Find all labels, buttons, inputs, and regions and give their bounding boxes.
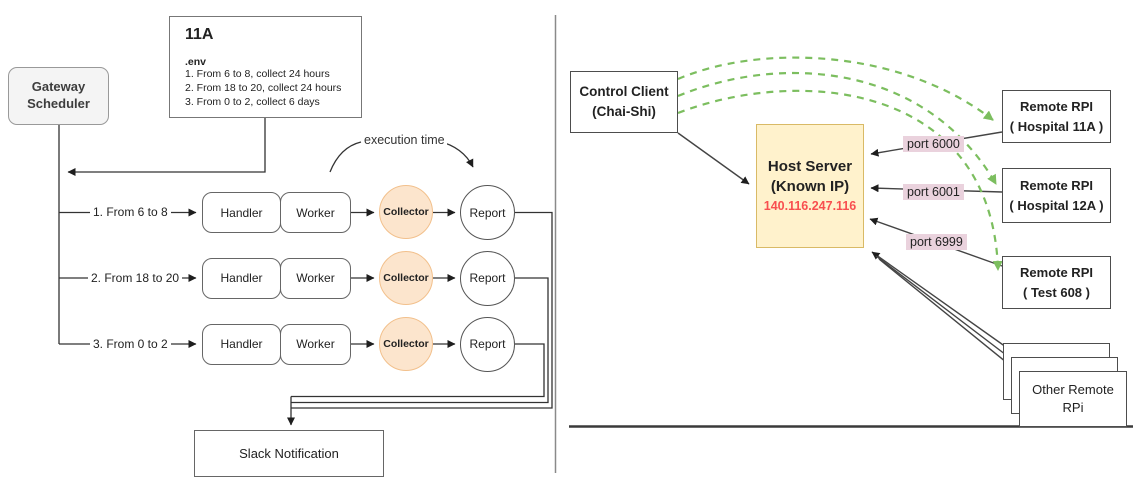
rpi1-label-line1: Remote RPI: [1020, 99, 1093, 114]
handler-node-1: Handler: [202, 192, 281, 233]
slack-notification-label: Slack Notification: [239, 446, 339, 461]
rpi1-label-line2: ( Hospital 11A ): [1009, 118, 1104, 134]
collector-node-1: Collector: [379, 185, 433, 239]
env-config-node: 11A .env 1. From 6 to 8, collect 24 hour…: [169, 16, 362, 118]
env-file-label: .env: [185, 56, 207, 68]
other-rpi-to-host-arrow: [871, 251, 1007, 348]
report-label-2: Report: [469, 271, 506, 285]
worker-node-3: Worker: [280, 323, 351, 365]
rpi2-label-line1: Remote RPI: [1020, 178, 1093, 193]
worker-label-2: Worker: [296, 271, 335, 285]
row2-schedule-label: 2. From 18 to 20: [88, 270, 183, 286]
gateway-scheduler-label-line1: Gateway: [31, 79, 86, 95]
collector-node-2: Collector: [379, 250, 433, 305]
worker-label-3: Worker: [296, 337, 335, 351]
remote-rpi-hospital-11a-node: Remote RPI ( Hospital 11A ): [1002, 90, 1111, 143]
other-rpi-line-3: [878, 258, 1023, 376]
tunnel-arrow-rpi2: [677, 71, 997, 185]
control-client-label-line2: (Chai-Shi): [592, 104, 656, 119]
other-rpi-label-line2: RPi: [1062, 400, 1084, 415]
handler-node-2: Handler: [202, 257, 281, 299]
port-6001-badge: port 6001: [903, 184, 964, 200]
client-to-host-arrow: [677, 132, 750, 185]
env-item-1: 1. From 6 to 8, collect 24 hours: [185, 68, 330, 80]
env-box-title: 11A: [185, 26, 214, 43]
handler-node-3: Handler: [202, 323, 281, 365]
tunnel-arrow-rpi1: [677, 56, 994, 121]
handler-label-2: Handler: [220, 271, 263, 285]
row3-schedule-label: 3. From 0 to 2: [90, 336, 171, 352]
env-to-scheduler-arrow: [67, 118, 266, 176]
remote-rpi-test-608-node: Remote RPI ( Test 608 ): [1002, 256, 1111, 309]
worker-node-1: Worker: [280, 192, 351, 233]
port-6999-badge: port 6999: [906, 234, 967, 250]
report3-to-slack-line: [291, 343, 545, 398]
slack-notification-node: Slack Notification: [194, 430, 384, 477]
report-node-1: Report: [460, 185, 515, 240]
rpi2-label-line2: ( Hospital 12A ): [1009, 197, 1104, 213]
execution-time-label: execution time: [362, 133, 447, 147]
collector-label-1: Collector: [383, 206, 429, 218]
collector-label-2: Collector: [383, 271, 429, 284]
host-server-node: Host Server (Known IP) 140.116.247.116: [756, 124, 864, 248]
report-label-1: Report: [469, 205, 506, 220]
report-label-3: Report: [469, 337, 506, 351]
execution-time-curve-left: [329, 141, 362, 173]
rpi3-label-line1: Remote RPI: [1020, 265, 1093, 280]
rpi3-label-line2: ( Test 608 ): [1023, 284, 1090, 300]
report-node-3: Report: [460, 316, 515, 372]
worker-label-1: Worker: [296, 205, 335, 220]
other-rpi-line-2: [875, 255, 1015, 362]
row1-schedule-label: 1. From 6 to 8: [90, 205, 171, 220]
gateway-scheduler-node: Gateway Scheduler: [8, 67, 109, 125]
env-item-3: 3. From 0 to 2, collect 6 days: [185, 95, 320, 108]
report-node-2: Report: [460, 250, 515, 306]
collector-label-3: Collector: [383, 337, 429, 350]
control-client-label-line1: Control Client: [579, 83, 669, 99]
other-remote-rpi-node: Other Remote RPi: [1019, 371, 1127, 427]
port-6000-badge: port 6000: [903, 136, 964, 152]
worker-node-2: Worker: [280, 257, 351, 299]
remote-rpi-hospital-12a-node: Remote RPI ( Hospital 12A ): [1002, 168, 1111, 223]
report2-to-slack-line: [291, 277, 549, 404]
report1-to-slack-line: [291, 211, 553, 409]
handler-label-1: Handler: [220, 205, 263, 220]
control-client-node: Control Client (Chai-Shi): [570, 71, 678, 133]
host-server-ip: 140.116.247.116: [763, 199, 857, 214]
host-server-label-line2: (Known IP): [770, 178, 850, 196]
other-rpi-label-line1: Other Remote: [1032, 381, 1114, 397]
host-server-label-line1: Host Server: [767, 157, 853, 175]
tunnel-arrow-rpi3: [677, 89, 1003, 271]
gateway-scheduler-label-line2: Scheduler: [27, 96, 90, 111]
collector-node-3: Collector: [379, 316, 433, 371]
handler-label-3: Handler: [220, 337, 263, 351]
env-item-2: 2. From 18 to 20, collect 24 hours: [185, 81, 342, 94]
